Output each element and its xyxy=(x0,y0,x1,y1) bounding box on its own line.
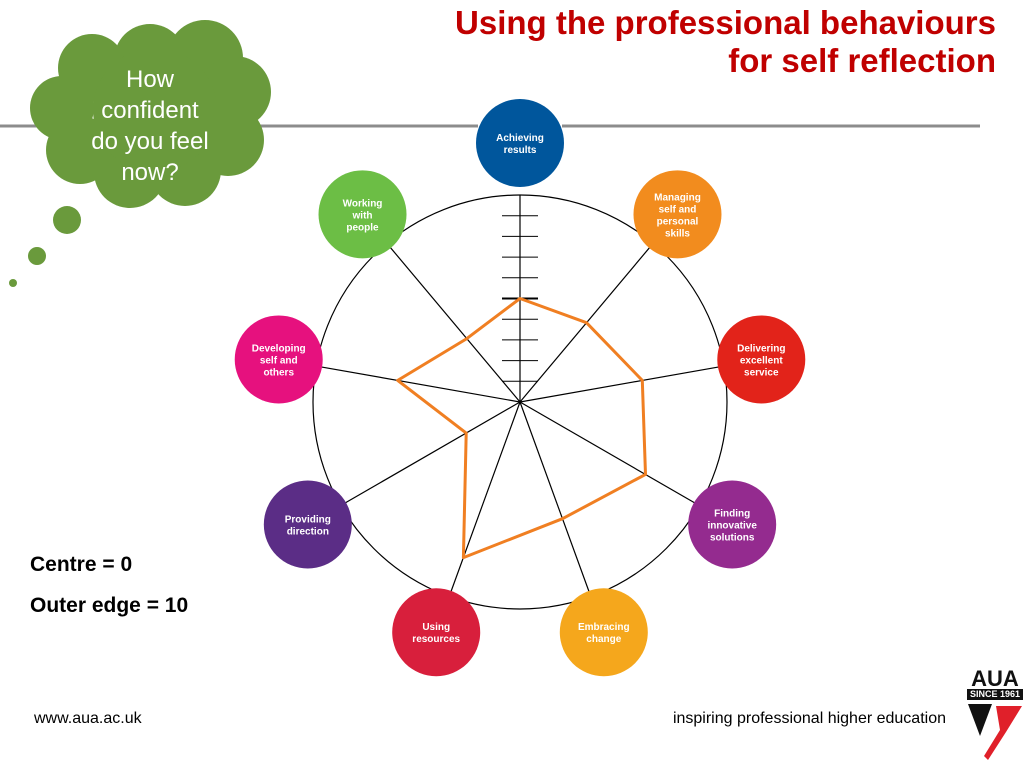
node-label: resources xyxy=(412,634,460,645)
cloud-bubble-small xyxy=(9,279,17,287)
node-label: personal xyxy=(657,216,699,227)
cloud-bubble-large xyxy=(53,206,81,234)
cloud-bubble-medium xyxy=(28,247,46,265)
node-label: innovative xyxy=(707,521,757,532)
node-label: Delivering xyxy=(737,343,785,354)
node-label: with xyxy=(352,210,373,221)
node-label: direction xyxy=(287,527,329,538)
node-label: Embracing xyxy=(578,622,630,633)
node-label: change xyxy=(586,634,621,645)
cloud-puff xyxy=(93,48,217,172)
logo-word: AUA xyxy=(971,666,1019,691)
node-circle xyxy=(263,480,352,569)
aua-logo: AUA SINCE 1961 xyxy=(966,668,1024,764)
logo-mark-icon xyxy=(968,704,1022,760)
node-circle xyxy=(234,315,323,404)
node-label: self and xyxy=(260,355,298,366)
spoke-finding-solutions xyxy=(519,401,700,507)
spoke-providing-direction xyxy=(340,401,521,507)
page-title-line-1: Using the professional behaviours xyxy=(455,4,996,41)
wheel xyxy=(312,194,728,610)
node-label: skills xyxy=(665,228,690,239)
node-circle xyxy=(559,588,648,677)
page-title: Using the professional behaviours for se… xyxy=(396,4,996,80)
node-circle xyxy=(318,170,407,259)
node-circle xyxy=(717,315,806,404)
cloud-line-4: now? xyxy=(121,159,179,186)
confidence-profile-line xyxy=(396,297,647,560)
spoke-working-with-people xyxy=(386,243,521,403)
logo-since: SINCE 1961 xyxy=(967,689,1023,700)
node-circle xyxy=(688,480,777,569)
node-label: excellent xyxy=(740,355,783,366)
node-label: self and xyxy=(659,204,697,215)
node-label: people xyxy=(346,222,379,233)
node-label: Providing xyxy=(285,515,331,526)
cloud-line-2: confident xyxy=(101,97,199,124)
footer-tagline: inspiring professional higher education xyxy=(672,710,946,727)
spoke-using-resources xyxy=(448,401,521,597)
spoke-developing-others xyxy=(316,365,521,403)
thought-cloud xyxy=(9,20,271,287)
legend-centre: Centre = 0 xyxy=(30,553,133,576)
node-circle xyxy=(392,588,481,677)
spoke-embracing-change xyxy=(519,401,592,597)
node-label: Using xyxy=(422,622,450,633)
node-circle xyxy=(476,99,564,187)
node-label: results xyxy=(504,145,537,156)
node-label: Finding xyxy=(714,509,750,520)
node-circle xyxy=(633,170,722,259)
spoke-delivering-service xyxy=(519,365,724,403)
page-title-line-2: for self reflection xyxy=(728,42,996,79)
footer-url[interactable]: www.aua.ac.uk xyxy=(34,710,142,727)
node-label: Managing xyxy=(654,192,701,203)
node-label: Achieving xyxy=(496,133,544,144)
cloud-line-3: do you feel xyxy=(91,128,209,155)
node-label: Working xyxy=(343,198,383,209)
node-label: Developing xyxy=(252,343,306,354)
legend-outer: Outer edge = 10 xyxy=(30,594,189,617)
cloud-line-1: How xyxy=(125,66,174,93)
node-label: solutions xyxy=(710,533,755,544)
node-label: others xyxy=(263,367,294,378)
cloud-question: How confident do you feel now? xyxy=(70,64,230,188)
node-label: service xyxy=(744,367,779,378)
